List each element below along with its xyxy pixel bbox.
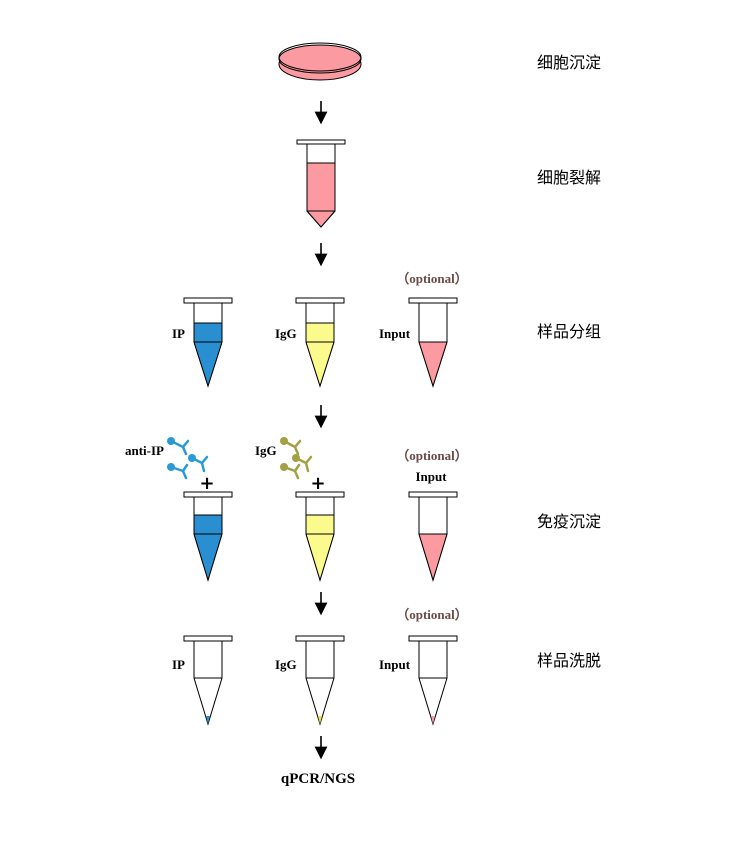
ip-eluted-tube-icon [183,635,233,726]
anti-ip-label: anti-IP [125,443,164,458]
optional-label: （optional） [396,607,468,622]
input-tube-icon [408,491,458,582]
igg-eluted-tube-icon [295,635,345,726]
step-label-cell-pellet: 细胞沉淀 [537,53,601,72]
group-label-igg: IgG [275,657,297,672]
group-label-input: Input [379,657,411,672]
group-label-input: Input [379,326,411,341]
igg-antibody-label: IgG [255,443,277,458]
igg-tube-icon [295,297,345,388]
group-label-input: Input [415,469,447,484]
step-label-cell-lysis: 细胞裂解 [537,168,601,187]
step-label-immunoprecipitation: 免疫沉淀 [537,512,601,531]
step-label-sample-grouping: 样品分组 [537,322,601,341]
plus-sign-igg: + [310,473,325,494]
step-label-elution: 样品洗脱 [537,651,601,670]
input-eluted-tube-icon [408,635,458,726]
ip-tube-icon [183,491,233,582]
petri-dish-icon [278,42,362,81]
lysis-tube-icon [296,139,346,228]
input-tube-icon [408,297,458,388]
plus-sign-ip: + [199,473,214,494]
igg-tube-icon [295,491,345,582]
group-label-ip: IP [172,326,185,341]
igg-antibody-icon [280,437,313,480]
anti-ip-antibody-icon [167,437,209,480]
optional-label: （optional） [396,271,468,286]
group-label-ip: IP [172,657,185,672]
group-label-igg: IgG [275,326,297,341]
optional-label: （optional） [396,448,468,463]
ip-tube-icon [183,297,233,388]
final-step-label: qPCR/NGS [281,771,355,787]
